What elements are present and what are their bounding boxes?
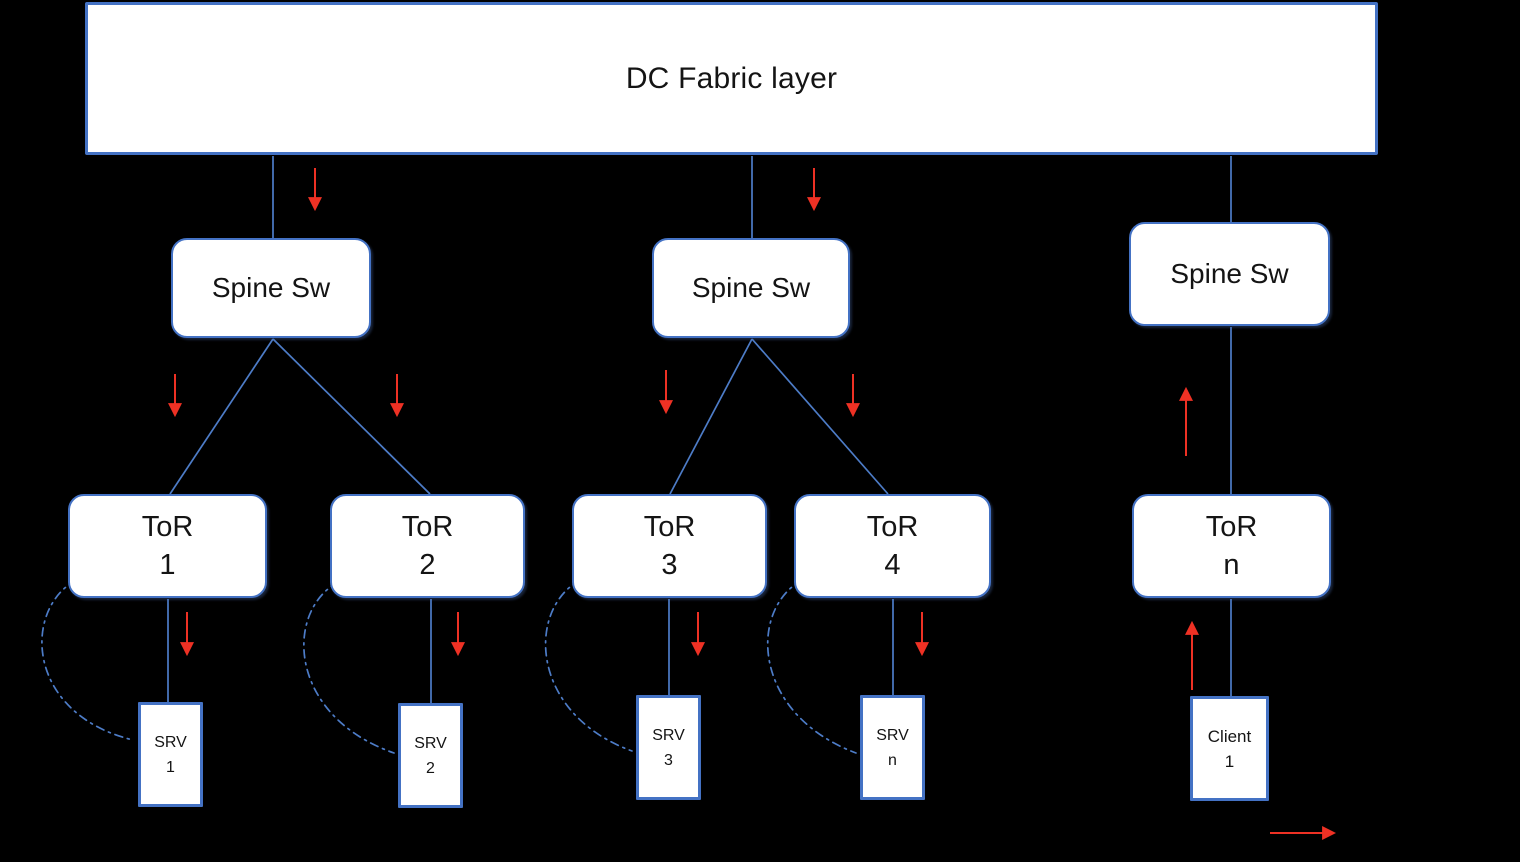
client-number: 1 xyxy=(1224,751,1235,771)
edge-spine2-tor3 xyxy=(669,338,753,495)
tor-label: ToR xyxy=(1205,511,1258,543)
dashed-loopback-tor3-srv3 xyxy=(544,579,633,752)
server-box-3: SRV 3 xyxy=(636,695,701,800)
spine-switch-box-2: Spine Sw xyxy=(652,238,850,338)
dashed-loopback-tor2-srv2 xyxy=(303,581,395,754)
server-number: 3 xyxy=(664,751,673,769)
tor-label: ToR xyxy=(401,511,454,543)
tor-number: 1 xyxy=(159,549,176,581)
server-number: n xyxy=(888,751,897,769)
edge-spine1-tor1 xyxy=(169,338,274,495)
server-box-1: SRV 1 xyxy=(138,702,203,807)
tor-switch-box-n: ToR n xyxy=(1132,494,1331,598)
server-label: SRV xyxy=(652,726,685,744)
spine-switch-label: Spine Sw xyxy=(691,272,811,303)
dc-fabric-layer-label: DC Fabric layer xyxy=(625,61,838,95)
client-box-1: Client 1 xyxy=(1190,696,1269,801)
tor-label: ToR xyxy=(141,511,194,543)
server-number: 1 xyxy=(166,758,175,776)
spine-switch-box-n: Spine Sw xyxy=(1129,222,1330,326)
spine-switch-box-1: Spine Sw xyxy=(171,238,371,338)
tor-label: ToR xyxy=(643,511,696,543)
server-box-n: SRV n xyxy=(860,695,925,800)
dashed-loopback-tor4-srvn xyxy=(766,579,857,754)
tor-number: n xyxy=(1223,549,1240,581)
dashed-loopback-tor1-srv1 xyxy=(41,579,134,741)
tor-switch-box-1: ToR 1 xyxy=(68,494,267,598)
server-number: 2 xyxy=(426,759,435,777)
tor-switch-box-4: ToR 4 xyxy=(794,494,991,598)
dc-fabric-layer-box: DC Fabric layer xyxy=(85,2,1378,155)
edge-spine1-tor2 xyxy=(272,338,431,495)
spine-switch-label: Spine Sw xyxy=(1170,258,1289,289)
edge-spine2-tor4 xyxy=(751,338,889,495)
spine-switch-label: Spine Sw xyxy=(211,272,331,303)
server-label: SRV xyxy=(154,733,187,751)
tor-number: 2 xyxy=(419,549,436,581)
tor-number: 3 xyxy=(661,549,678,581)
server-box-2: SRV 2 xyxy=(398,703,463,808)
server-label: SRV xyxy=(876,726,909,744)
tor-switch-box-3: ToR 3 xyxy=(572,494,767,598)
tor-label: ToR xyxy=(866,511,919,543)
tor-switch-box-2: ToR 2 xyxy=(330,494,525,598)
server-label: SRV xyxy=(414,734,447,752)
client-label: Client xyxy=(1207,726,1252,746)
tor-number: 4 xyxy=(884,549,901,581)
